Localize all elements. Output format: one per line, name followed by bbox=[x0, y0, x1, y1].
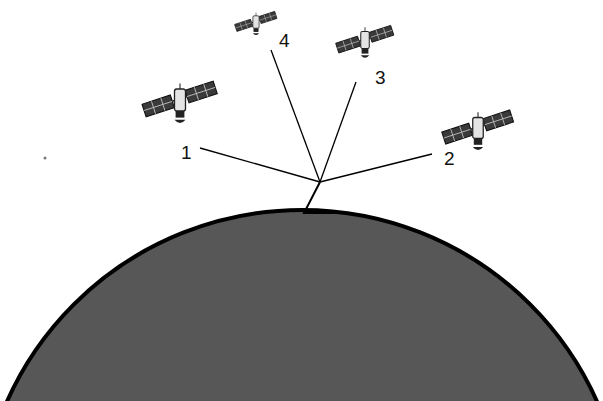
signal-line bbox=[271, 50, 320, 182]
satellite bbox=[235, 11, 277, 35]
signal-line bbox=[320, 82, 356, 182]
signal-lines bbox=[200, 50, 432, 182]
signal-line bbox=[200, 148, 320, 182]
callout-number: 4 bbox=[279, 31, 290, 50]
dot bbox=[44, 157, 47, 160]
satellite bbox=[336, 25, 394, 57]
satellite bbox=[142, 81, 217, 123]
signal-line bbox=[320, 154, 432, 182]
callout-number: 3 bbox=[375, 68, 386, 87]
satellite bbox=[442, 110, 514, 150]
callout-number: 2 bbox=[444, 149, 455, 168]
callout-number: 1 bbox=[181, 143, 192, 162]
earth bbox=[0, 210, 603, 401]
receiver bbox=[304, 182, 336, 213]
